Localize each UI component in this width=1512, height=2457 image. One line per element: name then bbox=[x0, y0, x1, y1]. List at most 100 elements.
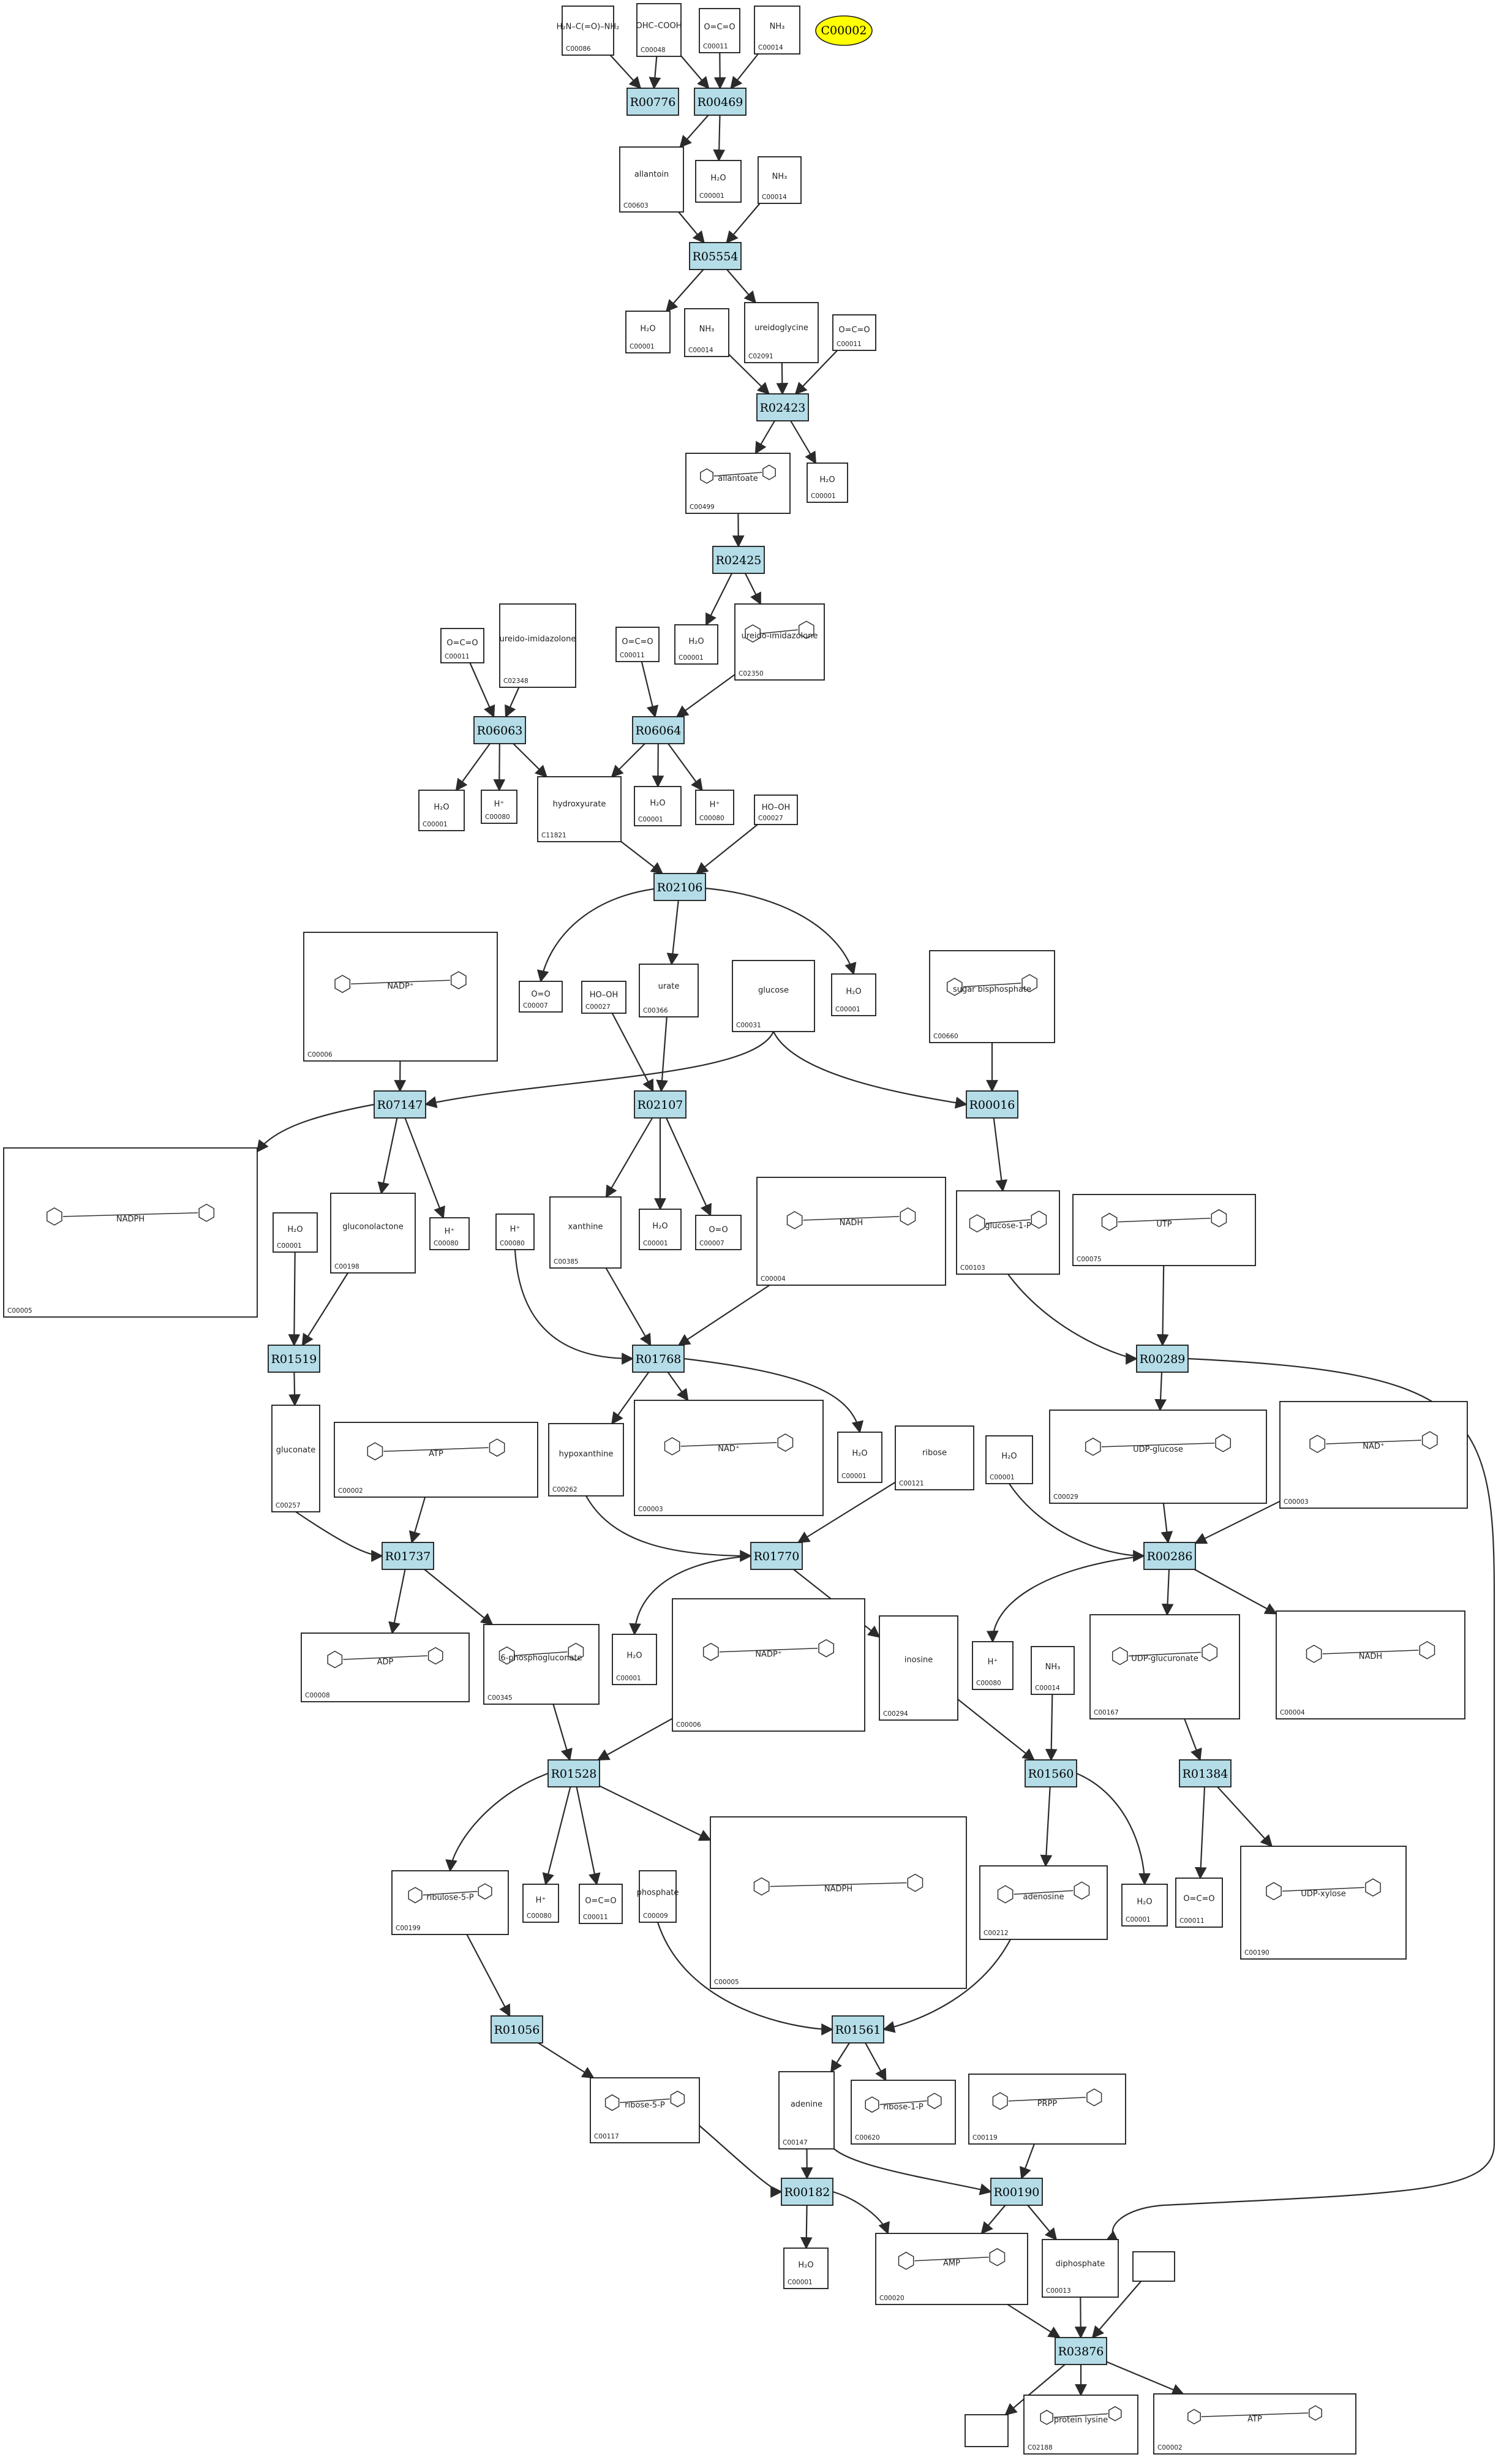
compound-box[interactable] bbox=[619, 146, 684, 213]
highlight-ellipse[interactable] bbox=[815, 15, 873, 46]
reaction-node-r00776[interactable]: R00776 bbox=[626, 88, 679, 116]
compound-node-c00080d[interactable]: H⁺C00080 bbox=[495, 1213, 535, 1250]
reaction-box[interactable] bbox=[712, 546, 765, 574]
compound-box[interactable] bbox=[483, 1624, 600, 1705]
compound-node-c00080c[interactable]: H⁺C00080 bbox=[429, 1217, 470, 1250]
compound-box[interactable] bbox=[495, 1213, 535, 1250]
compound-box[interactable] bbox=[695, 790, 734, 825]
reaction-box[interactable] bbox=[990, 2178, 1043, 2206]
compound-box[interactable] bbox=[1240, 1846, 1407, 1960]
highlighted-compound[interactable]: C00002 bbox=[815, 15, 873, 46]
compound-box[interactable] bbox=[674, 624, 718, 665]
reaction-node-r00286[interactable]: R00286 bbox=[1143, 1542, 1196, 1570]
reaction-node-r07147[interactable]: R07147 bbox=[374, 1090, 426, 1119]
reaction-box[interactable] bbox=[756, 393, 809, 421]
reaction-box[interactable] bbox=[1179, 1759, 1232, 1787]
reaction-node-r01561[interactable]: R01561 bbox=[832, 2015, 884, 2044]
reaction-node-r05554[interactable]: R05554 bbox=[689, 242, 742, 270]
compound-box[interactable] bbox=[851, 2080, 956, 2145]
reaction-box[interactable] bbox=[374, 1090, 426, 1119]
compound-box[interactable] bbox=[807, 462, 848, 503]
reaction-box[interactable] bbox=[632, 1345, 685, 1373]
compound-box[interactable] bbox=[334, 1422, 538, 1498]
compound-box[interactable] bbox=[271, 1405, 320, 1512]
compound-box[interactable] bbox=[895, 1425, 974, 1490]
compound-box[interactable] bbox=[710, 1816, 967, 1989]
compound-box[interactable] bbox=[985, 1435, 1033, 1484]
reaction-box[interactable] bbox=[632, 716, 685, 744]
compound-box[interactable] bbox=[756, 1177, 946, 1286]
compound-box[interactable] bbox=[612, 1634, 657, 1685]
compound-node-c00003b[interactable]: NAD⁺C00003 bbox=[1279, 1401, 1468, 1509]
compound-box[interactable] bbox=[831, 973, 876, 1016]
reaction-box[interactable] bbox=[268, 1345, 320, 1373]
compound-box[interactable] bbox=[634, 786, 682, 826]
compound-box[interactable] bbox=[1121, 1884, 1168, 1927]
compound-box[interactable] bbox=[303, 932, 498, 1062]
reaction-box[interactable] bbox=[626, 88, 679, 116]
compound-box[interactable] bbox=[639, 1870, 677, 1923]
compound-box[interactable] bbox=[1153, 2393, 1356, 2455]
compound-node-c00006b[interactable]: NADP⁺C00006 bbox=[672, 1598, 865, 1732]
compound-box[interactable] bbox=[744, 302, 819, 363]
reaction-box[interactable] bbox=[832, 2015, 884, 2044]
compound-box[interactable] bbox=[549, 1196, 622, 1269]
reaction-node-r01384[interactable]: R01384 bbox=[1179, 1759, 1232, 1787]
reaction-box[interactable] bbox=[750, 1542, 803, 1570]
reaction-box[interactable] bbox=[491, 2015, 543, 2044]
compound-box[interactable] bbox=[879, 1615, 958, 1721]
compound-box[interactable] bbox=[639, 1209, 682, 1250]
compound-box[interactable] bbox=[625, 311, 671, 353]
compound-box[interactable] bbox=[1276, 1610, 1465, 1719]
reaction-node-r02106[interactable]: R02106 bbox=[653, 873, 706, 901]
compound-box[interactable] bbox=[783, 2248, 829, 2289]
reaction-node-r02423[interactable]: R02423 bbox=[756, 393, 809, 421]
reaction-node-r03876[interactable]: R03876 bbox=[1055, 2337, 1107, 2365]
compound-box[interactable] bbox=[778, 2071, 835, 2149]
compound-box[interactable] bbox=[3, 1147, 258, 1318]
compound-box[interactable] bbox=[837, 1432, 882, 1483]
compound-box[interactable] bbox=[537, 776, 622, 842]
compound-box[interactable] bbox=[499, 603, 576, 688]
compound-box[interactable] bbox=[522, 1884, 559, 1923]
compound-box[interactable] bbox=[440, 628, 484, 663]
compound-box[interactable] bbox=[956, 1190, 1060, 1275]
